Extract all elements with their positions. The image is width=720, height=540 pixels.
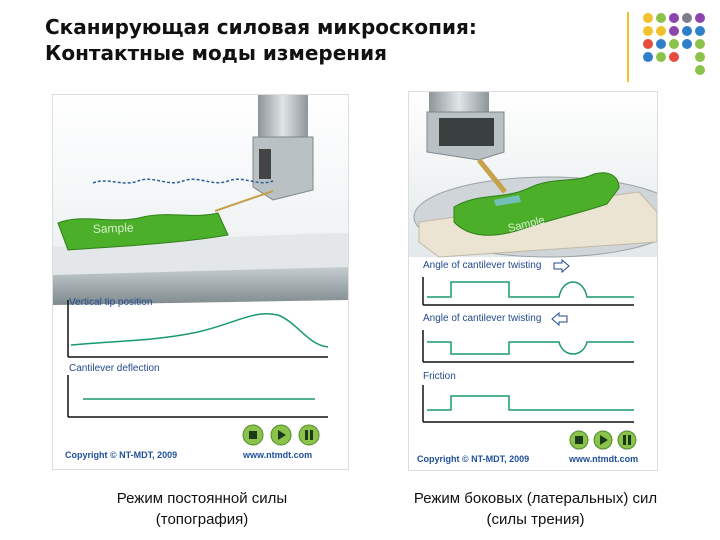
dot [669,39,679,49]
dot [682,39,692,49]
caption-constant-force: Режим постоянной силы (топография) [72,488,332,530]
twisting-trace-forward [427,281,634,298]
dot [695,13,705,23]
dot [656,52,666,62]
sample [453,172,620,236]
sample-label: Sample [93,221,134,236]
graph-label-twisting-forward: Angle of cantilever twisting [423,260,542,271]
twisting-trace-reverse [427,341,634,355]
dot [669,52,679,62]
friction-trace [427,395,634,411]
dot [643,52,653,62]
website-link[interactable]: www.ntmdt.com [569,454,639,464]
graph-label-cantilever-deflection: Cantilever deflection [69,363,160,374]
dot [669,26,679,36]
dot [695,39,705,49]
copyright-text: Copyright © NT-MDT, 2009 [65,450,178,460]
caption-left-line-1: Режим постоянной силы [116,490,288,507]
afm-lateral-scene-illustration: Sample [409,92,657,450]
cantilever [214,190,274,212]
dot [669,13,679,23]
constant-force-animation-panel: Sample Vertical tip position Cantilever … [52,94,349,470]
title-line-1: Сканирующая силовая микроскопия: [45,15,477,39]
graph-label-twisting-reverse: Angle of cantilever twisting [423,313,542,324]
slide-title: Сканирующая силовая микроскопия: Контакт… [45,14,605,66]
dot [643,26,653,36]
lateral-force-animation-panel: Sample Angle of cantilever twisting Angl… [408,91,658,471]
playback-controls [242,424,320,446]
scanner-column [258,95,308,137]
vertical-tip-position-trace [70,313,329,348]
title-line-2: Контактные моды измерения [45,41,387,65]
caption-right-line-2: (силы трения) [486,511,585,528]
dot [695,65,705,75]
dot [682,13,692,23]
graph-label-vertical-tip-position: Vertical tip position [69,297,153,308]
dot [656,39,666,49]
pause-button[interactable] [298,424,320,446]
website-link[interactable]: www.ntmdt.com [243,450,313,460]
dot [695,26,705,36]
scanner-column [429,92,489,112]
dot [656,26,666,36]
sample-stage-disk [53,265,348,305]
pause-button[interactable] [617,430,637,450]
cantilever [477,158,507,194]
caption-lateral-force: Режим боковых (латеральных) сил (силы тр… [378,488,693,530]
playback-controls [569,430,637,450]
decorative-dot-grid [643,13,707,75]
dot [695,52,705,62]
accent-divider [627,12,629,82]
twist-left-arrow-icon [551,311,568,327]
copyright-text: Copyright © NT-MDT, 2009 [417,454,530,464]
dot [643,13,653,23]
dot [656,13,666,23]
afm-scene-illustration: Sample [53,95,348,446]
dot [643,39,653,49]
graph-label-friction: Friction [423,371,456,382]
dot [682,26,692,36]
caption-right-line-1: Режим боковых (латеральных) сил [413,490,658,507]
sample [57,212,229,251]
caption-left-line-2: (топография) [155,511,249,528]
twist-right-arrow-icon [553,258,570,274]
